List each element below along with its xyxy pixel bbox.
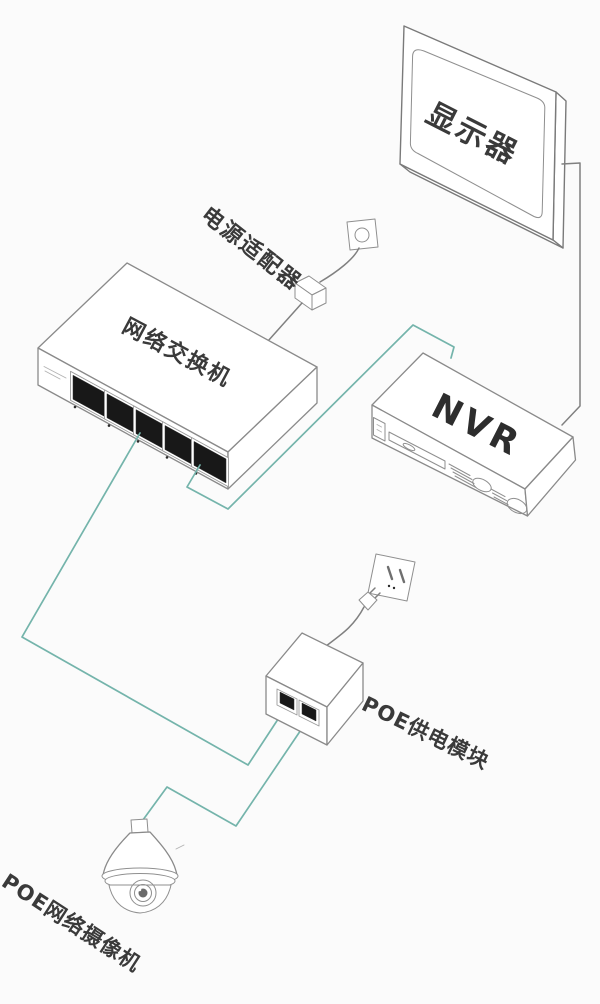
port-led bbox=[107, 424, 111, 427]
cable-poe-module-to-camera bbox=[139, 717, 310, 827]
nvr-oval-button bbox=[472, 477, 492, 493]
cord-plug-to-poe-module bbox=[325, 606, 365, 647]
port-led bbox=[73, 405, 77, 409]
camera-mount bbox=[130, 818, 149, 834]
plug-prong bbox=[368, 587, 376, 595]
wall-outlet bbox=[346, 218, 379, 251]
power-switch-mark bbox=[376, 429, 382, 433]
cable-monitor-to-nvr bbox=[561, 162, 581, 426]
monitor-device: 显示器 bbox=[399, 25, 567, 249]
socket-pin-hole bbox=[392, 586, 396, 590]
switch-faceplate-text-mark bbox=[44, 370, 61, 380]
cord-adapter-to-switch bbox=[267, 302, 303, 342]
nvr-dvd-drive bbox=[388, 431, 446, 470]
switch-faceplate-text-mark bbox=[43, 366, 67, 379]
cable-switch-to-nvr bbox=[186, 324, 455, 510]
rj45-port bbox=[301, 702, 317, 722]
network-switch-device: 网络交换机 bbox=[37, 262, 318, 490]
port-led bbox=[136, 440, 140, 443]
socket-slot bbox=[398, 568, 406, 584]
nvr-power-switch bbox=[373, 417, 386, 442]
monitor-front-frame bbox=[399, 25, 557, 241]
camera-motion-dash bbox=[175, 844, 185, 850]
rj45-port bbox=[193, 441, 227, 484]
cord-outlet-to-adapter bbox=[319, 247, 360, 283]
nvr-vent-grille bbox=[448, 463, 477, 488]
camera-lens-outer bbox=[129, 879, 157, 907]
outlet-hole bbox=[354, 227, 370, 243]
rj45-port bbox=[279, 691, 295, 711]
poe-module-right-face bbox=[326, 662, 364, 746]
nvr-vent-grille bbox=[490, 488, 509, 506]
power-switch-mark bbox=[376, 424, 382, 428]
power-plug bbox=[358, 591, 378, 611]
nvr-oval-button bbox=[506, 497, 528, 515]
adapter-right-face bbox=[311, 287, 327, 311]
camera-lens-ring bbox=[134, 884, 152, 902]
dvd-notch bbox=[402, 442, 416, 452]
socket-pin-hole bbox=[387, 584, 391, 588]
port-led bbox=[165, 456, 169, 459]
monitor-screen bbox=[409, 49, 546, 219]
cable-switch-to-poe-module bbox=[21, 432, 287, 766]
camera-lens-highlight bbox=[137, 887, 142, 892]
socket-slot bbox=[386, 565, 394, 581]
nvr-device: NVR bbox=[371, 352, 577, 517]
